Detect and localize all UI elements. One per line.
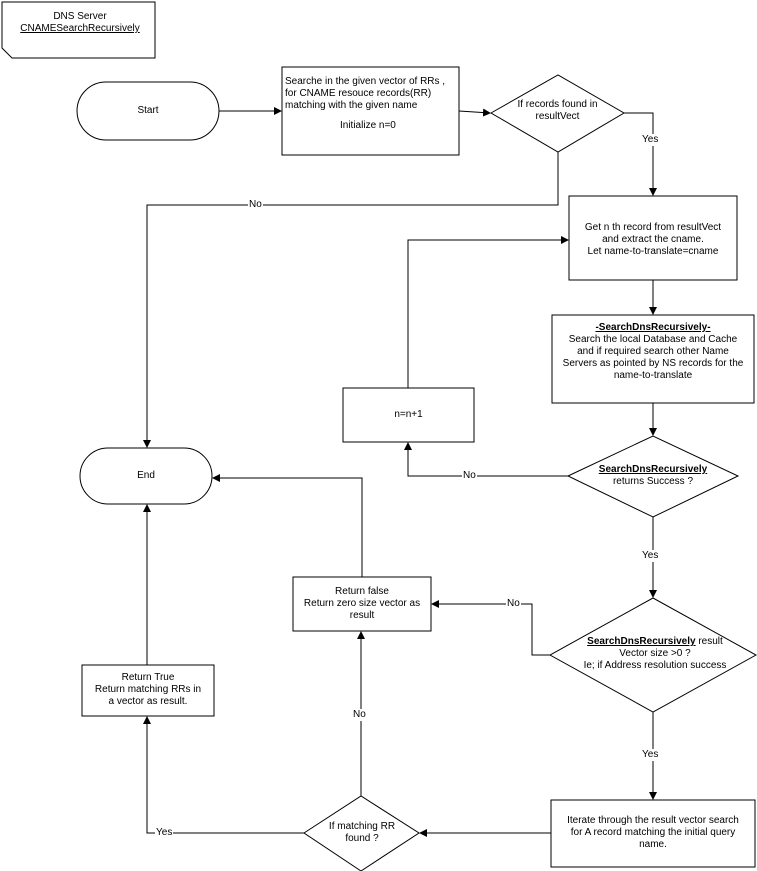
records-found-line-2: resultVect (535, 111, 580, 122)
return-false-text: Return false Return zero size vector as … (293, 586, 431, 622)
edge-label-match-yes: Yes (155, 827, 174, 839)
return-true-line-1: Return True (121, 672, 175, 683)
vector-size-line-1: Vector size >0 ? (619, 648, 691, 659)
iterate-line-2: for A record matching the initial query (570, 827, 736, 838)
records-found-line-1: If records found in (517, 99, 598, 110)
return-false-line-3: result (349, 610, 375, 621)
title-box-shape (1, 1, 156, 59)
search-dns-line-3: Servers as pointed by NS records for the (562, 358, 744, 369)
edge-label-success-yes: Yes (641, 550, 660, 562)
iterate-text: Iterate through the result vector search… (551, 815, 755, 851)
arrow-increment-loop (407, 236, 569, 388)
return-true-process-shape (81, 664, 215, 717)
vector-size-heading: SearchDnsRecursively (587, 636, 696, 647)
search-dns-text: -SearchDnsRecursively- Search the local … (552, 322, 754, 382)
search-line-3: matching with the given name (285, 100, 418, 111)
edge-label-records-no: No (248, 199, 263, 211)
search-dns-line-2: and if required search other Name (577, 346, 729, 357)
arrow-success-no (404, 442, 568, 477)
arrow-vector-no (431, 600, 550, 656)
returns-success-decision-shape (566, 435, 740, 518)
iterate-line-3: name. (639, 839, 667, 850)
return-true-text: Return True Return matching RRs in a vec… (82, 672, 214, 708)
iterate-line-1: Iterate through the result vector search (567, 815, 739, 826)
search-process-shape (281, 66, 460, 156)
arrow-search-to-records (458, 108, 491, 117)
return-true-line-2: Return matching RRs in (94, 684, 202, 695)
get-record-line-1: Get n th record from resultVect (584, 222, 722, 233)
search-dns-line-4: name-to-translate (613, 370, 693, 381)
title-line-1: DNS Server (53, 11, 107, 22)
return-false-line-1: Return false (335, 586, 389, 597)
search-line-4 (285, 112, 462, 120)
returns-success-heading: SearchDnsRecursively (598, 464, 708, 475)
get-record-line-3: Let name-to-translate=cname (587, 246, 719, 257)
increment-label: n=n+1 (394, 409, 423, 420)
start-label: Start (137, 105, 159, 116)
matching-rr-line-2: found ? (345, 833, 379, 844)
edge-label-vector-yes: Yes (641, 749, 660, 761)
search-dns-process-shape (551, 314, 755, 404)
matching-rr-text: If matching RR found ? (316, 821, 408, 845)
edge-label-match-no: No (352, 709, 367, 721)
get-record-process-shape (568, 195, 738, 281)
arrow-records-no (143, 152, 559, 448)
vector-size-decision-shape (548, 597, 757, 713)
vector-size-text: SearchDnsRecursively result Vector size … (565, 636, 745, 672)
edge-label-records-yes: Yes (641, 134, 660, 146)
return-true-line-3: a vector as result. (108, 696, 188, 707)
returns-success-text: SearchDnsRecursively returns Success ? (588, 464, 718, 488)
edge-label-success-no: No (462, 470, 477, 482)
records-found-text: If records found in resultVect (505, 99, 610, 123)
get-record-text: Get n th record from resultVect and extr… (569, 222, 737, 258)
arrow-return-false-to-end (212, 474, 363, 577)
return-false-line-2: Return zero size vector as (303, 598, 421, 609)
arrow-records-yes (624, 112, 657, 196)
search-line-2: for CNAME resouce records(RR) (285, 88, 432, 99)
vector-size-heading-suffix: result (695, 636, 723, 647)
arrow-match-yes (143, 716, 304, 834)
search-line-5: Initialize n=0 (340, 120, 396, 131)
iterate-process-shape (550, 799, 756, 868)
vector-size-heading-row: SearchDnsRecursively result (565, 636, 745, 648)
get-record-line-2: and extract the cname. (602, 234, 704, 245)
search-line-1: Searche in the given vector of RRs , (285, 76, 446, 87)
title-box: DNS Server CNAMESearchRecursively (8, 11, 152, 35)
search-dns-line-1: Search the local Database and Cache (568, 334, 738, 345)
matching-rr-line-1: If matching RR (328, 821, 396, 832)
title-line-2: CNAMESearchRecursively (20, 23, 140, 34)
search-process-text: Searche in the given vector of RRs , for… (282, 76, 462, 132)
vector-size-line-2: Ie; if Address resolution success (583, 660, 727, 671)
returns-success-line: returns Success ? (612, 476, 694, 487)
search-dns-heading: -SearchDnsRecursively- (595, 322, 711, 333)
end-label: End (137, 470, 155, 481)
edge-label-vector-no: No (506, 598, 521, 610)
